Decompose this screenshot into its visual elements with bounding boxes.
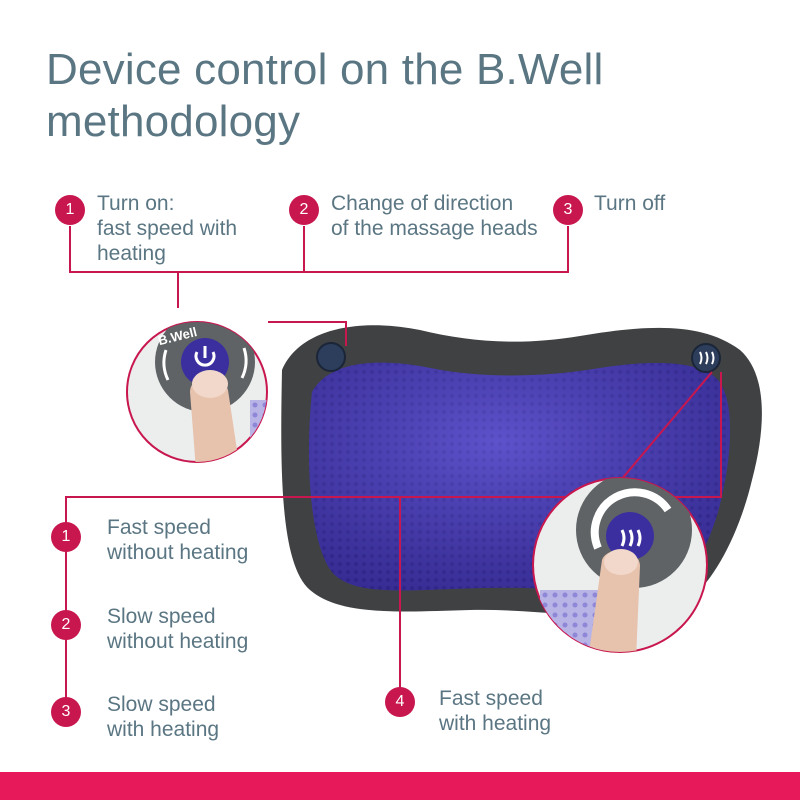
bottom-step-3-label: Slow speed with heating bbox=[107, 693, 220, 741]
power-button-zoom: B.Well bbox=[126, 321, 268, 463]
bottom-step-4-badge: 4 bbox=[385, 687, 415, 717]
footer-accent-bar bbox=[0, 772, 800, 800]
bottom-step-3-badge: 3 bbox=[51, 697, 81, 727]
top-step-1-badge: 1 bbox=[55, 195, 85, 225]
power-icon bbox=[194, 351, 216, 367]
top-step-1-label: Turn on: fast speed with heating bbox=[97, 192, 238, 265]
heat-button[interactable] bbox=[691, 343, 721, 373]
top-step-2-label: Change of direction of the massage heads bbox=[331, 192, 538, 240]
top-step-2-badge: 2 bbox=[289, 195, 319, 225]
bottom-step-2-badge: 2 bbox=[51, 610, 81, 640]
bottom-step-4-label: Fast speed with heating bbox=[439, 687, 552, 735]
bottom-step-1-label: Fast speed without heating bbox=[107, 516, 249, 564]
power-button[interactable] bbox=[316, 342, 346, 372]
circular-arrows-icon bbox=[162, 349, 170, 381]
page-title: Device control on the B.Well methodology bbox=[46, 45, 604, 146]
heat-waves-icon bbox=[699, 351, 715, 365]
heat-button-zoom bbox=[532, 477, 708, 653]
top-step-3-label: Turn off bbox=[594, 192, 666, 215]
bottom-step-2-label: Slow speed without heating bbox=[107, 605, 249, 653]
top-step-3-badge: 3 bbox=[553, 195, 583, 225]
bottom-step-1-badge: 1 bbox=[51, 522, 81, 552]
